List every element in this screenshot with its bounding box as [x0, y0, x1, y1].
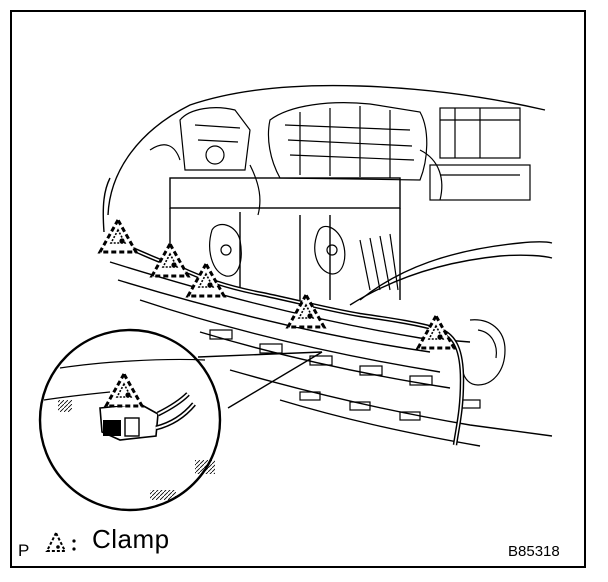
detail-magnifier [38, 328, 222, 512]
clamp-triangle-icon [45, 530, 76, 552]
engine-components [149, 102, 531, 421]
legend-label: Clamp [92, 524, 170, 554]
clamp-callout [186, 262, 226, 298]
figure-id: B85318 [508, 543, 560, 560]
detail-leader-lines [197, 351, 323, 409]
corner-letter: P [18, 541, 30, 560]
clamp-callout [98, 218, 138, 254]
car-body [102, 84, 553, 447]
clamp-callout [416, 314, 456, 350]
